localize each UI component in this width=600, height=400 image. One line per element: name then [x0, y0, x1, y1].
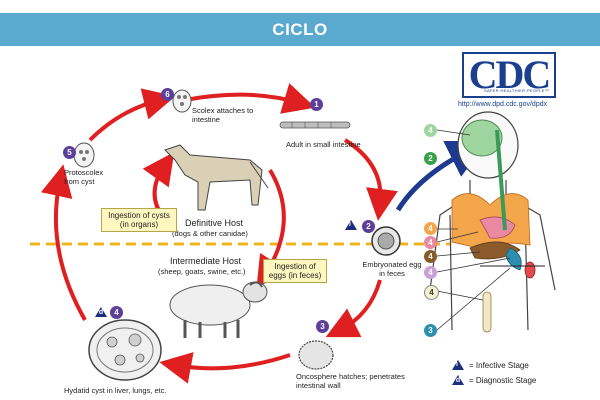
organ-badge-spleen: 4 — [424, 266, 437, 279]
stage-badge-6: 6 — [161, 88, 174, 101]
hydatid-cyst-illustration — [88, 319, 162, 381]
arrow-5-to-6 — [88, 88, 176, 142]
infective-stage-icon: i — [452, 360, 464, 370]
organ-badge-bone: 4 — [424, 285, 439, 300]
cdc-url: http://www.dpd.cdc.gov/dpdx — [458, 101, 548, 108]
definitive-host-title: Definitive Host — [185, 218, 244, 228]
intermediate-host-subtitle: (sheep, goats, swine, etc.) — [158, 267, 246, 276]
arrow-6-to-1 — [184, 83, 316, 114]
organ-badge-brain: 4 — [424, 124, 437, 137]
organ-badge-penetration: 3 — [424, 324, 437, 337]
organ-pointer-lines — [436, 129, 511, 331]
organ-badge-lungs: 4 — [424, 222, 437, 235]
page-title: CICLO — [272, 19, 328, 39]
label-protoscolex: Protoscolex from cyst — [64, 168, 104, 186]
organ-badge-liver: 4 — [424, 250, 437, 263]
stage-badge-4: 4 — [110, 306, 123, 319]
header-banner: CICLO — [0, 13, 600, 46]
egg-illustration — [371, 226, 401, 256]
arrow-1-to-2 — [343, 138, 398, 221]
organs-illustration — [451, 119, 545, 333]
label-hydatid: Hydatid cyst in liver, lungs, etc. — [64, 386, 167, 395]
organ-badge-ingestion: 2 — [424, 152, 437, 165]
arrow-2-to-3 — [325, 279, 382, 338]
ingestion-cysts-box: Ingestion of cysts (in organs) — [101, 208, 177, 232]
legend-infective: i = Infective Stage — [452, 360, 529, 370]
ingestion-eggs-box: Ingestion of eggs (in feces) — [263, 259, 327, 283]
sheep-illustration — [169, 281, 268, 338]
label-oncosphere: Oncosphere hatches; penetrates intestina… — [296, 372, 405, 390]
legend-infective-text: = Infective Stage — [469, 360, 529, 370]
diagnostic-stage-icon: d — [452, 375, 464, 385]
label-egg: Embryonated egg in feces — [362, 260, 422, 278]
label-scolex: Scolex attaches to intestine — [192, 106, 254, 124]
cdc-tagline: SAFER·HEALTHIER·PEOPLE™ — [484, 88, 550, 93]
adult-worm-illustration — [279, 121, 351, 129]
legend-diagnostic: d = Diagnostic Stage — [452, 375, 536, 385]
diagnostic-stage-marker-4: d — [95, 307, 107, 317]
arrow-4-to-5 — [41, 164, 87, 321]
definitive-host-subtitle: (dogs & other canidae) — [172, 229, 248, 238]
cdc-logo-text: CDC — [468, 52, 552, 97]
stage-badge-2: 2 — [362, 220, 375, 233]
stage-badge-1: 1 — [310, 98, 323, 111]
label-adult: Adult in small intestine — [286, 140, 361, 149]
legend-diagnostic-text: = Diagnostic Stage — [469, 375, 537, 385]
organ-badge-heart: 4 — [424, 236, 437, 249]
protoscolex-illustration — [73, 142, 95, 168]
stage-badge-3: 3 — [316, 320, 329, 333]
scolex-illustration — [172, 89, 192, 113]
arrow-3-to-4 — [159, 352, 291, 384]
stage-badge-5: 5 — [63, 146, 76, 159]
intermediate-host-title: Intermediate Host — [170, 256, 242, 266]
oncosphere-illustration — [298, 340, 334, 370]
infective-stage-marker: i — [345, 220, 357, 230]
dog-illustration — [164, 144, 269, 211]
cdc-logo: CDC — [462, 52, 556, 98]
